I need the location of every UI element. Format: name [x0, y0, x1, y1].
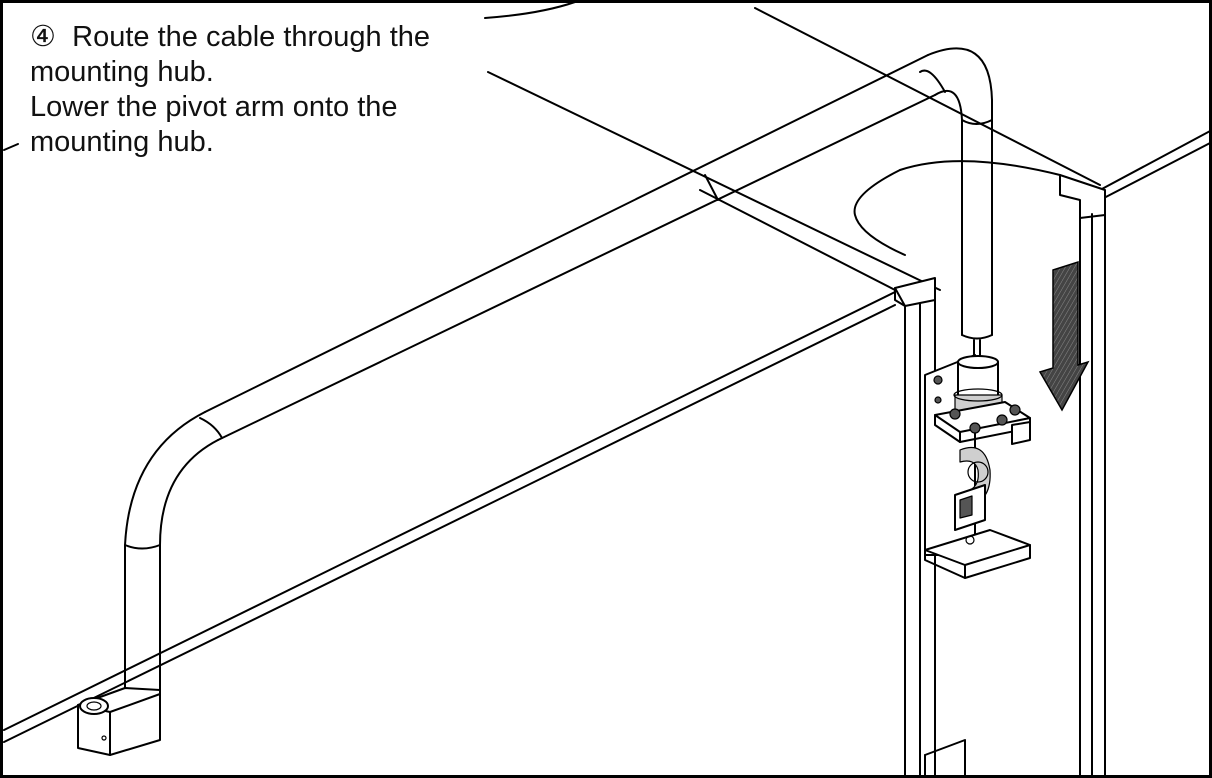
base-mount: [77, 687, 161, 756]
instruction-text: ④ Route the cable through the mounting h…: [30, 20, 470, 160]
instruction-line-4: mounting hub.: [30, 126, 214, 158]
instruction-text-1: Route the cable through the: [72, 21, 431, 53]
instruction-line-3: Lower the pivot arm onto the: [30, 91, 398, 123]
mounting-hub: [924, 354, 1031, 579]
desk-surface: [3, 1, 1212, 743]
step-number: ④: [30, 21, 56, 53]
instruction-line-2: mounting hub.: [30, 56, 214, 88]
pivot-arm-tube: [124, 47, 993, 701]
cabinet-panel: [853, 160, 1106, 778]
down-arrow-icon: [1038, 260, 1090, 412]
instruction-line-1: ④ Route the cable through the: [30, 20, 470, 55]
